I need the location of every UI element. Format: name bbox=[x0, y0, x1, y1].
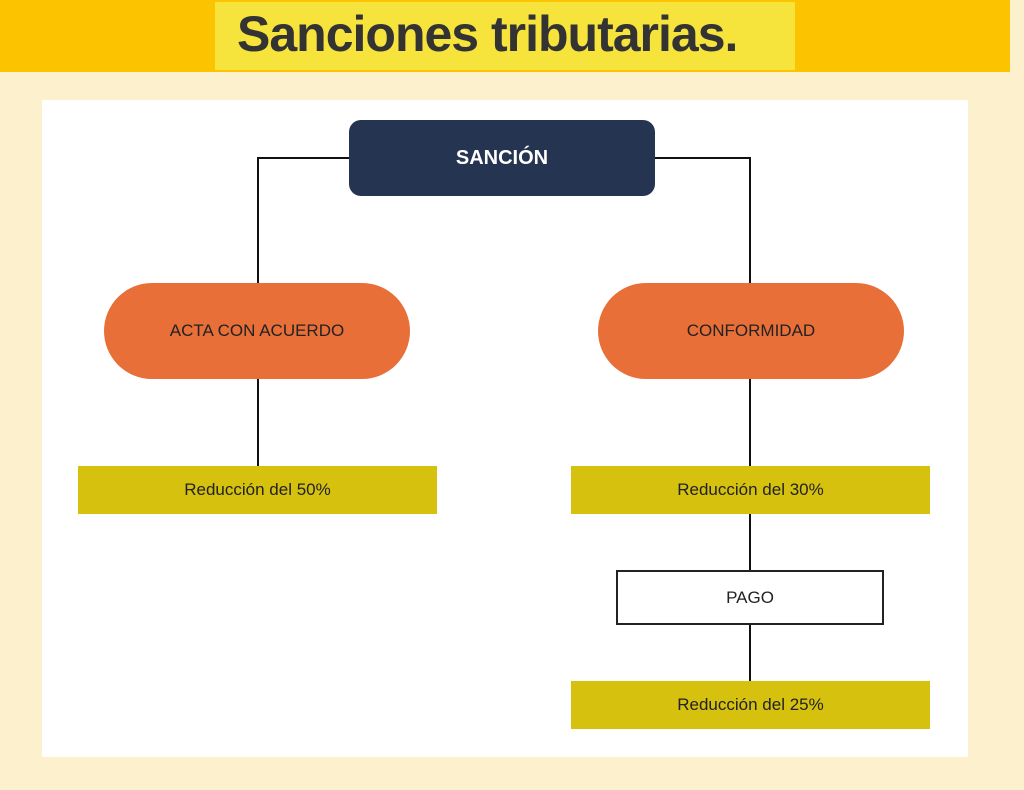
connector bbox=[258, 157, 350, 159]
node-acta-con-acuerdo: ACTA CON ACUERDO bbox=[104, 283, 410, 379]
diagram-panel bbox=[42, 100, 968, 757]
node-reduccion-25: Reducción del 25% bbox=[571, 681, 930, 729]
connector bbox=[749, 157, 751, 284]
node-sancion: SANCIÓN bbox=[349, 120, 655, 196]
page-title: Sanciones tributarias. bbox=[237, 6, 738, 62]
node-reduccion-50: Reducción del 50% bbox=[78, 466, 437, 514]
title-box: Sanciones tributarias. bbox=[215, 2, 795, 70]
connector bbox=[749, 378, 751, 467]
connector bbox=[257, 157, 259, 284]
connector bbox=[749, 624, 751, 682]
node-conformidad: CONFORMIDAD bbox=[598, 283, 904, 379]
connector bbox=[749, 513, 751, 571]
connector bbox=[654, 157, 750, 159]
header-band: Sanciones tributarias. bbox=[0, 0, 1010, 72]
node-pago: PAGO bbox=[616, 570, 884, 625]
connector bbox=[257, 378, 259, 467]
node-reduccion-30: Reducción del 30% bbox=[571, 466, 930, 514]
